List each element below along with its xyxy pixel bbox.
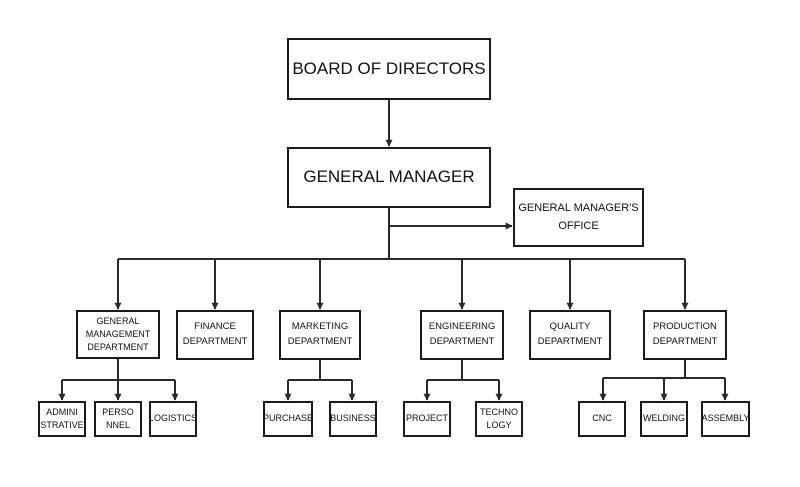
node-cnc: CNC [578, 401, 626, 437]
node-technology: TECHNO LOGY [475, 401, 523, 437]
node-welding: WELDING [640, 401, 688, 437]
node-logistics: LOGISTICS [149, 401, 197, 437]
node-label: CNC [592, 413, 612, 424]
node-label-line1: MARKETING [291, 321, 349, 333]
node-label-line1: QUALITY [549, 321, 591, 333]
node-label: FINANCE DEPARTMENT [182, 321, 248, 347]
node-label-line2: LOGY [486, 420, 512, 430]
node-general-managers-office: GENERAL MANAGER'S OFFICE [513, 188, 644, 247]
node-label: WELDING [642, 413, 685, 424]
node-label: LOGISTICS [149, 413, 198, 424]
node-label: BUSINESS [330, 413, 376, 424]
node-label-line2: STRATIVE [40, 420, 84, 430]
node-marketing-department: MARKETING DEPARTMENT [279, 310, 361, 360]
node-administrative: ADMINI STRATIVE [38, 401, 86, 437]
node-label: BOARD OF DIRECTORS [292, 58, 486, 78]
node-label-line1: TECHNO [480, 406, 518, 417]
node-finance-department: FINANCE DEPARTMENT [176, 310, 254, 360]
node-label-line2: DEPARTMENT [537, 336, 603, 347]
node-label-line2: DEPARTMENT [429, 336, 495, 347]
node-label: ASSEMBLY [701, 413, 750, 424]
node-label-line1: GENERAL MANAGER'S [518, 201, 639, 214]
node-assembly: ASSEMBLY [701, 401, 750, 437]
node-label-line2: MANAGEMENT [85, 328, 151, 339]
node-label-line1: ADMINI [46, 406, 78, 417]
node-purchase: PURCHASE [263, 401, 313, 437]
node-label-line2: OFFICE [558, 219, 599, 232]
node-label-line2: DEPARTMENT [287, 336, 353, 347]
node-label: PROJECT [405, 413, 448, 424]
node-label: PURCHASE [263, 413, 314, 424]
node-label-line1: PERSO [102, 406, 134, 417]
node-general-manager: GENERAL MANAGER [287, 147, 491, 208]
node-engineering-department: ENGINEERING DEPARTMENT [420, 310, 504, 360]
node-label-line1: PRODUCTION [653, 321, 717, 333]
node-label-line3: DEPARTMENT [87, 342, 149, 353]
node-quality-department: QUALITY DEPARTMENT [529, 310, 611, 360]
node-general-management-department: GENERAL MANAGEMENT DEPARTMENT [76, 310, 160, 359]
node-label-line1: GENERAL [96, 315, 140, 326]
node-label-line1: ENGINEERING [428, 321, 496, 333]
node-project: PROJECT [403, 401, 451, 437]
node-label: GENERAL MANAGER [303, 167, 475, 187]
node-production-department: PRODUCTION DEPARTMENT [643, 310, 727, 360]
node-label-line2: DEPARTMENT [652, 336, 718, 347]
node-board-of-directors: BOARD OF DIRECTORS [287, 38, 491, 100]
node-personnel: PERSO NNEL [94, 401, 142, 437]
node-label-line2: NNEL [105, 420, 130, 430]
node-business: BUSINESS [329, 401, 377, 437]
